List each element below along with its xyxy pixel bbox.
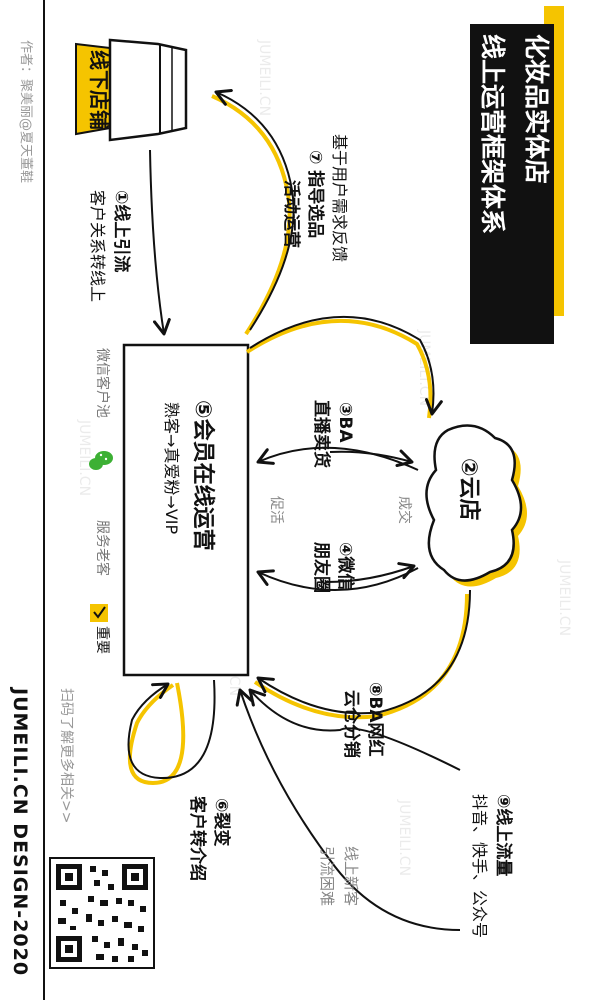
wechat-icon bbox=[89, 451, 113, 470]
title-line2: 线上运营框架体系 bbox=[478, 34, 507, 234]
step8-line1: ⑧BA网红 bbox=[365, 682, 386, 757]
step6-line2: 客户转介绍 bbox=[187, 795, 208, 881]
offline-store-node: 线下店铺 bbox=[75, 38, 188, 142]
title-block: 化妆品实体店 线上运营框架体系 bbox=[470, 6, 564, 344]
step8-line2: 云仓分销 bbox=[341, 690, 362, 758]
edge-cloud-to-member-1 bbox=[256, 446, 419, 471]
qr-caption: 扫码了解更多相关>> bbox=[58, 688, 75, 823]
step9-line1: ⑨线上流量 bbox=[493, 794, 514, 876]
step9-line2: 抖音、快手、公众号 bbox=[470, 794, 489, 938]
step7-line2: ⑦ 指导选品 bbox=[305, 150, 326, 238]
edge-traffic-to-member bbox=[235, 688, 461, 931]
member-title: ⑤会员在线运营 bbox=[190, 400, 216, 551]
new-customer-line2: 引流困难 bbox=[318, 846, 336, 906]
new-customer-line1: 线上新客 bbox=[342, 846, 360, 906]
service-label: 服务老客 bbox=[94, 520, 111, 576]
step1-line1: ①线上引流 bbox=[111, 190, 132, 272]
check-icon bbox=[90, 604, 108, 622]
edge-member-to-store bbox=[211, 89, 295, 336]
step3-line1: ③BA bbox=[335, 402, 355, 443]
watermark: JUMEILI.CN bbox=[256, 39, 272, 116]
step7-line1: 基于用户需求反馈 bbox=[330, 134, 349, 262]
brand-text: JUMEILI.CN DESIGN-2020 bbox=[9, 686, 31, 976]
edge-store-to-member bbox=[149, 149, 171, 336]
author-text: 作者：聚美丽@夏天董鞋 bbox=[18, 40, 34, 183]
promote-label: 促活 bbox=[268, 496, 284, 524]
watermark: JUMEILI.CN bbox=[556, 559, 572, 636]
step4-line2: 朋友圈 bbox=[311, 542, 332, 593]
watermark: JUMEILI.CN bbox=[76, 419, 92, 496]
edge-cloud-to-member-2 bbox=[256, 562, 419, 591]
watermark: JUMEILI.CN bbox=[396, 799, 412, 876]
title-line1: 化妆品实体店 bbox=[522, 34, 551, 184]
cloud-store-node: ②云店 bbox=[425, 424, 527, 587]
step6-line1: ⑥裂变 bbox=[211, 798, 232, 846]
deal-label: 成交 bbox=[396, 496, 413, 524]
step7-line3: 活动运营 bbox=[281, 180, 302, 248]
cloud-store-label: ②云店 bbox=[456, 458, 481, 521]
qr-code-icon[interactable] bbox=[49, 857, 155, 969]
wechat-pool-label: 微信客户池 bbox=[94, 348, 111, 418]
member-node: ⑤会员在线运营 熟客→真爱粉→VIP bbox=[122, 343, 250, 677]
edge-fission-loop bbox=[127, 679, 216, 786]
member-subtitle: 熟客→真爱粉→VIP bbox=[162, 402, 181, 534]
offline-store-label: 线下店铺 bbox=[87, 50, 111, 130]
step1-line2: 客户关系转线上 bbox=[88, 190, 107, 302]
step3-line2: 直播卖货 bbox=[311, 400, 332, 468]
step4-line1: ④微信 bbox=[335, 542, 356, 590]
edge-cloud-to-member-3 bbox=[253, 589, 471, 720]
edge-member-to-cloud bbox=[245, 315, 443, 419]
important-label: 重要 bbox=[94, 626, 110, 654]
